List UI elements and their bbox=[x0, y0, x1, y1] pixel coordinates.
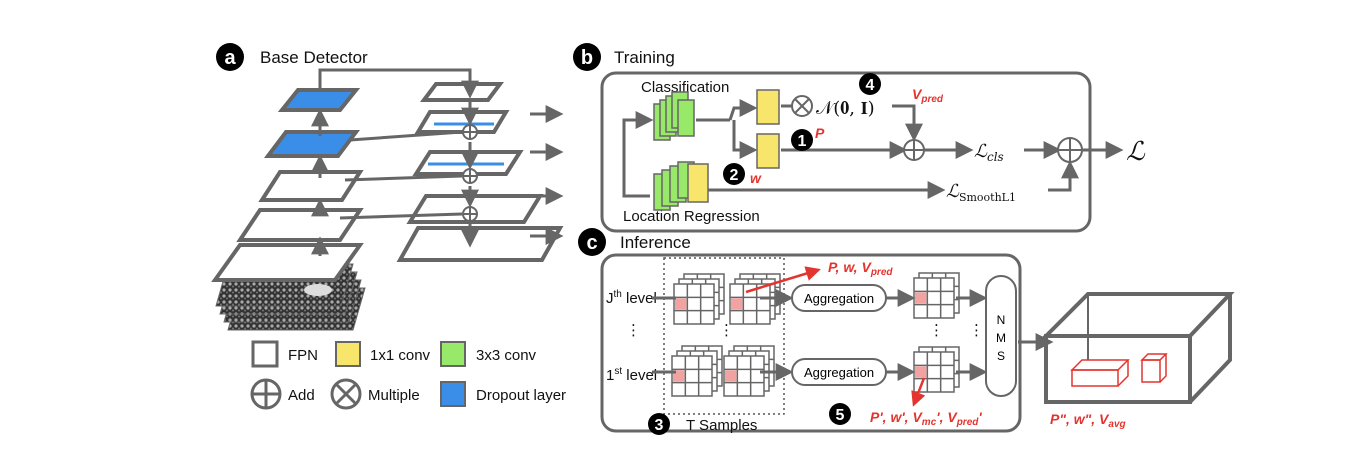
legend-add: Add bbox=[288, 387, 315, 404]
legend-dropout: Dropout layer bbox=[476, 387, 566, 404]
panel-b-title: Training bbox=[614, 48, 675, 67]
pwv-label: P, w, Vpred bbox=[828, 259, 893, 278]
step-4-badge bbox=[859, 73, 881, 95]
step-1-badge bbox=[791, 129, 813, 151]
svg-text:1: 1 bbox=[798, 133, 807, 150]
first-level-label: 1st level bbox=[606, 366, 657, 384]
fpn-level-5 bbox=[420, 82, 504, 102]
svg-text:5: 5 bbox=[836, 407, 845, 424]
vdots-3: ⋮ bbox=[929, 322, 944, 339]
aggregation-box-top bbox=[791, 284, 887, 312]
legend-multiple: Multiple bbox=[368, 387, 420, 404]
w-label: w bbox=[750, 170, 762, 186]
feature-grids bbox=[671, 272, 960, 397]
svg-text:4: 4 bbox=[866, 77, 875, 94]
jth-level-label: Jth level bbox=[606, 289, 657, 307]
detected-boxes bbox=[1070, 353, 1168, 387]
aggregation-bottom: Aggregation bbox=[804, 365, 874, 380]
nms-n: N bbox=[997, 313, 1006, 327]
t-samples-box bbox=[663, 257, 785, 415]
cls-conv-stack bbox=[653, 91, 695, 141]
badge-a-text: a bbox=[224, 47, 236, 69]
vdots-4: ⋮ bbox=[969, 322, 984, 339]
legend: FPN 1x1 conv 3x3 conv Add Multiple Dropo… bbox=[250, 340, 566, 410]
badge-c bbox=[578, 228, 606, 256]
location-regression-label: Location Regression bbox=[623, 208, 760, 225]
classification-label: Classification bbox=[641, 79, 729, 96]
svg-text:3: 3 bbox=[655, 417, 664, 434]
vdots-1: ⋮ bbox=[626, 322, 641, 339]
aggregation-top: Aggregation bbox=[804, 291, 874, 306]
fpn-level-1 bbox=[396, 226, 564, 262]
vpred-label: Vpred bbox=[912, 86, 944, 105]
legend-fpn: FPN bbox=[288, 347, 318, 364]
backbone-pyramid bbox=[211, 88, 364, 282]
legend-fpn-swatch bbox=[251, 340, 279, 368]
level-5-dropout bbox=[277, 88, 361, 112]
badge-a bbox=[216, 43, 244, 71]
nms-s: S bbox=[997, 349, 1005, 363]
step-3-badge bbox=[648, 413, 670, 435]
panel-a-title: Base Detector bbox=[260, 48, 368, 67]
fpn-pyramid bbox=[396, 82, 564, 262]
pwv2-label: P', w', Vmc', Vpred' bbox=[870, 409, 982, 428]
pwv3-label: P", w", Vavg bbox=[1050, 411, 1126, 430]
panel-a: a Base Detector bbox=[211, 43, 566, 410]
reg-conv1 bbox=[687, 163, 709, 203]
step-2-badge bbox=[723, 163, 745, 185]
vdots-2: ⋮ bbox=[719, 322, 734, 339]
panel-c-title: Inference bbox=[620, 233, 691, 252]
output-3d-box bbox=[1041, 292, 1235, 404]
legend-dropout-swatch bbox=[440, 381, 466, 407]
p-label: P bbox=[815, 125, 825, 141]
nms-box bbox=[985, 275, 1017, 397]
t-samples-label: T Samples bbox=[686, 417, 757, 434]
step-5-badge bbox=[829, 403, 851, 425]
loss-cls: ℒcls bbox=[974, 141, 1004, 164]
svg-text:2: 2 bbox=[730, 167, 739, 184]
cls-var-conv bbox=[756, 89, 780, 125]
level-1 bbox=[211, 243, 364, 282]
fpn-level-4 bbox=[414, 110, 510, 134]
badge-c-text: c bbox=[586, 232, 597, 254]
loss-smooth: ℒSmoothL1 bbox=[946, 181, 1016, 204]
legend-conv1-swatch bbox=[335, 341, 361, 367]
grid-1-agg bbox=[913, 346, 960, 393]
legend-conv3-swatch bbox=[440, 341, 466, 367]
panel-b: b Training Classification Location Regre… bbox=[573, 43, 1146, 233]
grid-1-1 bbox=[671, 345, 723, 397]
level-4-dropout bbox=[264, 130, 360, 158]
panel-c: c Inference Jth level 1st level ⋮ ⋮ ⋮ ⋮ … bbox=[578, 228, 1235, 435]
grid-j-agg bbox=[913, 272, 960, 319]
nms-m: M bbox=[996, 331, 1006, 345]
normal-dist: 𝒩(𝟎, 𝐈) bbox=[816, 98, 875, 119]
cls-p-conv bbox=[756, 133, 780, 169]
badge-b bbox=[573, 43, 601, 71]
loss-total: ℒ bbox=[1126, 137, 1146, 167]
grid-j-1 bbox=[673, 273, 725, 325]
badge-b-text: b bbox=[581, 47, 593, 69]
grid-j-2 bbox=[729, 273, 781, 325]
level-2 bbox=[236, 208, 364, 242]
legend-conv1: 1x1 conv bbox=[370, 347, 431, 364]
aggregation-box-bottom bbox=[791, 358, 887, 386]
level-3 bbox=[258, 170, 364, 202]
legend-conv3: 3x3 conv bbox=[476, 347, 537, 364]
